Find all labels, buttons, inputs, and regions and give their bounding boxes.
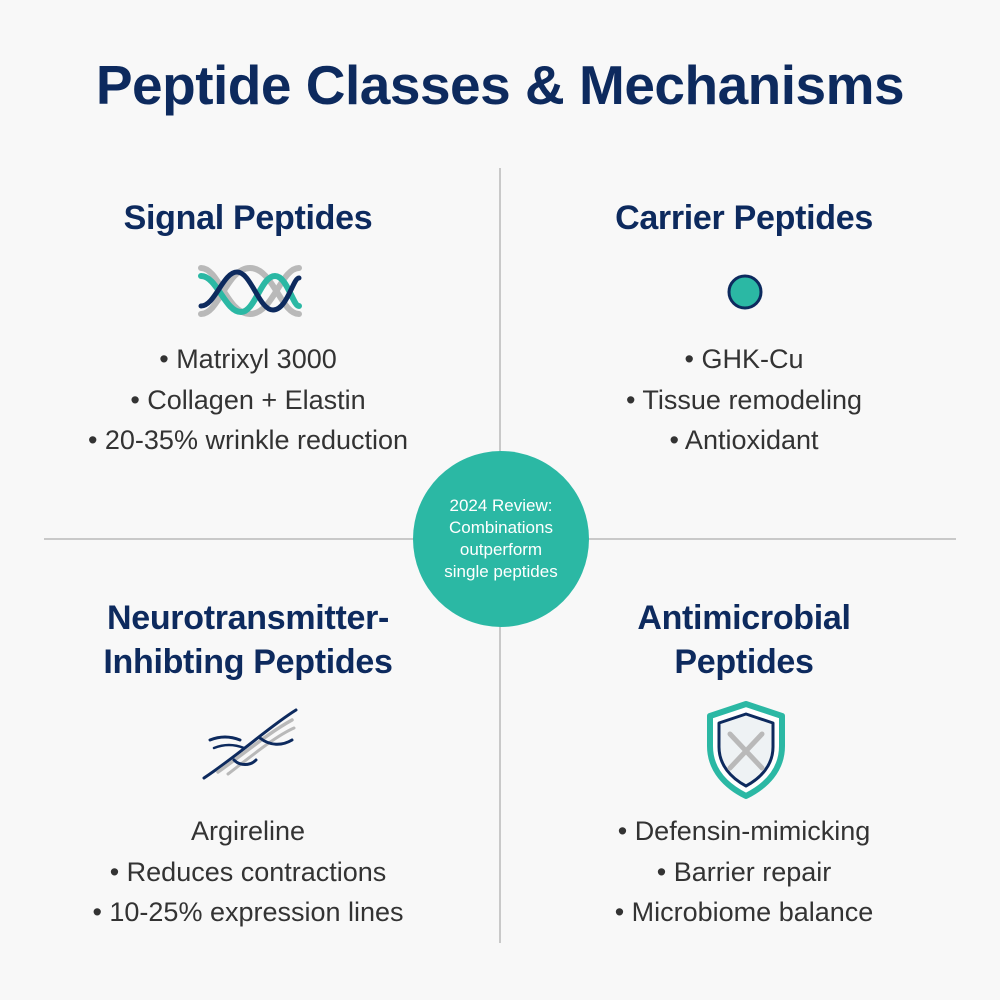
neurotransmitter-peptides-title: Neurotransmitter- Inhibting Peptides [18, 596, 478, 684]
carrier-peptides-title: Carrier Peptides [615, 199, 873, 237]
list-item: • Matrixyl 3000 [159, 344, 337, 374]
review-badge: 2024 Review: Combinations outperform sin… [413, 451, 589, 627]
antimicrobial-peptides-title: Antimicrobial Peptides [514, 596, 974, 684]
shield-icon [704, 700, 788, 805]
list-item: • 20-35% wrinkle reduction [87, 425, 409, 455]
list-item: • Antioxidant [669, 425, 819, 455]
title-line: Peptides [674, 643, 814, 681]
dna-helix-icon [197, 262, 303, 325]
title-line: Inhibting Peptides [103, 643, 393, 681]
signal-peptides-title: Signal Peptides [123, 199, 373, 237]
title-line: Antimicrobial [637, 599, 851, 637]
signal-peptides-list: • Matrixyl 3000 • Collagen + Elastin • 2… [18, 339, 478, 461]
list-item: • Microbiome balance [614, 897, 874, 927]
list-item: • GHK-Cu [684, 344, 804, 374]
list-item: • 10-25% expression lines [92, 897, 404, 927]
list-item: • Barrier repair [656, 856, 832, 887]
page-title: Peptide Classes & Mechanisms [95, 54, 905, 116]
list-item: • Collagen + Elastin [130, 384, 366, 415]
title-line: Neurotransmitter- [106, 599, 390, 637]
antimicrobial-peptides-list: • Defensin-mimicking • Barrier repair • … [514, 811, 974, 933]
list-item: Argireline [190, 816, 306, 846]
muscle-fiber-icon [200, 706, 300, 787]
list-item: • Tissue remodeling [625, 384, 863, 415]
carrier-peptides-list: • GHK-Cu • Tissue remodeling • Antioxida… [514, 339, 974, 461]
list-item: • Defensin-mimicking [617, 816, 871, 846]
copper-ion-icon [726, 273, 764, 316]
review-badge-text: 2024 Review: Combinations outperform sin… [444, 496, 558, 581]
neurotransmitter-peptides-list: Argireline • Reduces contractions • 10-2… [18, 811, 478, 933]
list-item: • Reduces contractions [109, 856, 387, 887]
